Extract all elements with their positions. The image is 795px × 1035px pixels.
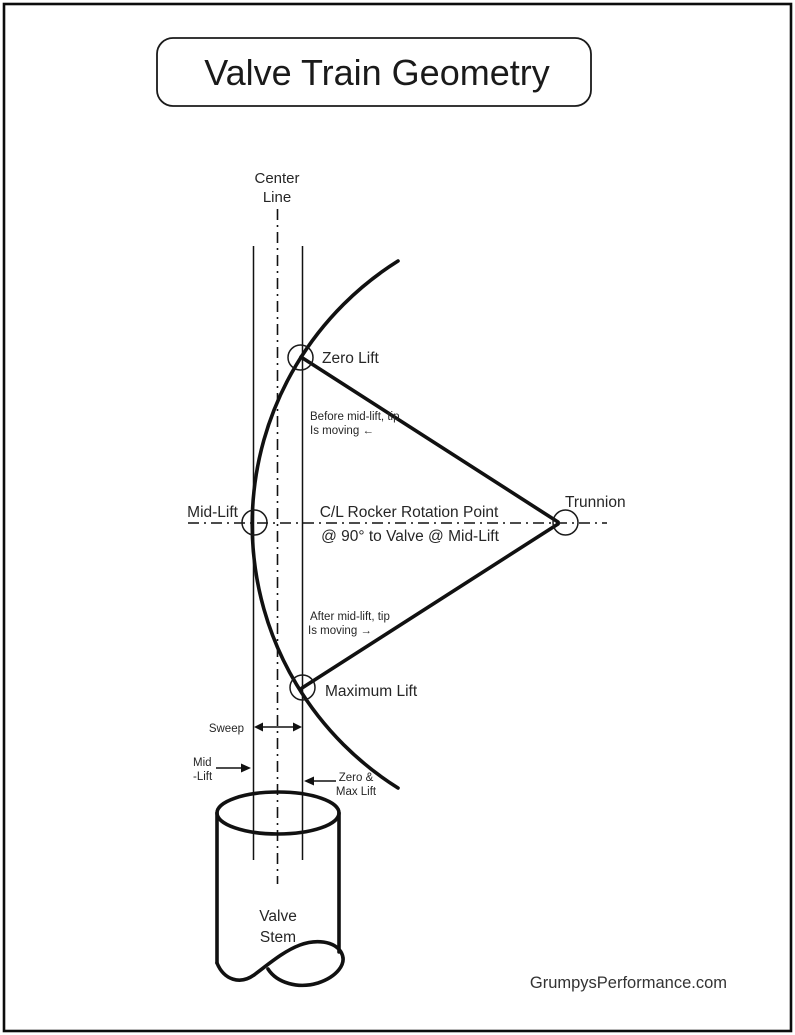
lower-rocker-line [300, 522, 560, 690]
center-line-label-line1: Center [254, 170, 299, 187]
after-midlift-note-line1: After mid-lift, tip [310, 611, 390, 623]
mid-lift-dim-arrow-head-icon [241, 763, 251, 773]
maximum-lift-label: Maximum Lift [325, 683, 418, 700]
rocker-rotation-note-line1: C/L Rocker Rotation Point [320, 504, 499, 521]
valve-stem-break-squiggle [215, 939, 345, 988]
before-midlift-note-line1: Before mid-lift, tip [310, 411, 399, 423]
before-midlift-note: Before mid-lift, tip Is moving ← [310, 411, 399, 437]
sweep-dimension: Sweep [209, 722, 302, 735]
after-midlift-note-line2: Is moving → [308, 625, 372, 637]
zero-max-dim-label-line2: Max Lift [336, 786, 377, 798]
title-box: Valve Train Geometry [156, 37, 592, 107]
rocker-rotation-note: C/L Rocker Rotation Point @ 90° to Valve… [320, 504, 500, 545]
title-box-outline [156, 37, 592, 107]
sweep-arrow-right-head-icon [293, 722, 302, 732]
sweep-arrow [254, 722, 302, 732]
trunnion-marker [552, 509, 579, 536]
rocker-rotation-note-line2: @ 90° to Valve @ Mid-Lift [321, 528, 499, 545]
valve-stem-label-line2: Stem [260, 929, 296, 946]
mid-lift-label: Mid-Lift [187, 504, 239, 521]
maximum-lift-marker [289, 674, 316, 701]
footer-credit: GrumpysPerformance.com [530, 974, 727, 992]
trunnion-label: Trunnion [565, 494, 626, 511]
mid-lift-dimension: Mid -Lift [193, 757, 251, 783]
mid-lift-dim-label-line2: -Lift [193, 771, 213, 783]
mid-lift-marker [241, 509, 268, 536]
before-midlift-note-line2: Is moving ← [310, 425, 374, 437]
zero-max-dim-arrow-head-icon [304, 776, 314, 786]
mid-lift-dim-label-line1: Mid [193, 757, 212, 769]
zero-max-dimension: Zero & Max Lift [304, 772, 377, 798]
rocker-tip-arc [250, 259, 400, 790]
sweep-arrow-left-head-icon [254, 722, 263, 732]
zero-lift-label: Zero Lift [322, 350, 380, 367]
zero-max-dim-arrow [304, 776, 336, 786]
upper-rocker-line [299, 355, 560, 524]
center-line-label-line2: Line [263, 189, 291, 206]
zero-lift-marker [287, 344, 314, 371]
sweep-label: Sweep [209, 723, 244, 735]
zero-max-dim-label-line1: Zero & [339, 772, 374, 784]
center-line-label: Center Line [254, 170, 299, 206]
page-title: Valve Train Geometry [204, 52, 549, 93]
valve-stem-label-line1: Valve [259, 908, 297, 925]
mid-lift-dim-arrow [216, 763, 251, 773]
after-midlift-note: After mid-lift, tip Is moving → [308, 611, 390, 637]
valve-stem: Valve Stem [215, 790, 345, 988]
